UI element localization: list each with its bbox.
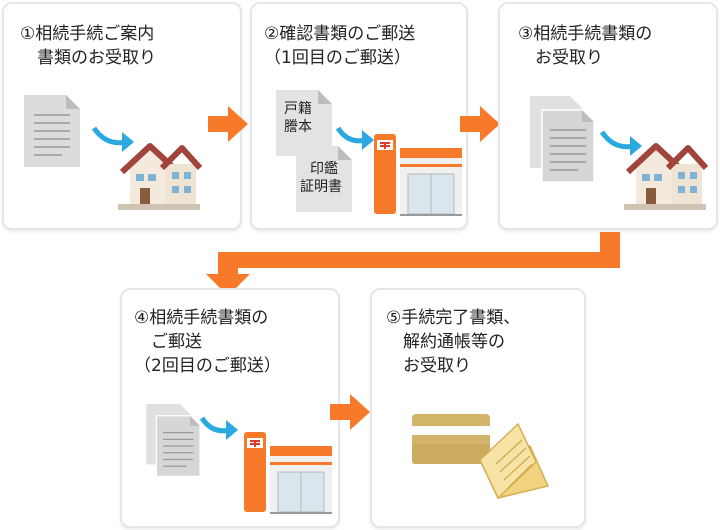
document-seal-certificate-line-1: 印鑑 (300, 160, 342, 178)
step-5-title-line-2: 解約通帳等の (386, 330, 520, 354)
document-family-register-label: 戸籍 謄本 (284, 100, 312, 136)
flow-arrow-4-to-5 (330, 394, 370, 430)
document-seal-certificate-line-2: 証明書 (300, 178, 342, 196)
document-family-register-line-2: 謄本 (284, 118, 312, 136)
step-4-title: ④相続手続書類の ご郵送 （2回目のご郵送） (134, 306, 281, 378)
documents-stack-icon (530, 96, 596, 184)
document-family-register-line-1: 戸籍 (284, 100, 312, 118)
step-1-title-line-1: ①相続手続ご案内 (20, 22, 156, 46)
flow-arrow-1-to-2 (208, 106, 248, 142)
step-1-title-line-2: 書類のお受取り (20, 46, 156, 70)
post-office-icon (244, 432, 334, 514)
document-icon (24, 95, 80, 167)
step-5-title: ⑤手続完了書類、 解約通帳等の お受取り (386, 306, 520, 378)
passbook-icon (478, 420, 558, 498)
document-seal-certificate-label: 印鑑 証明書 (300, 160, 342, 196)
curved-arrow-icon (336, 124, 376, 152)
step-2-title-line-2: （1回目のご郵送） (264, 46, 415, 70)
step-4-title-line-2: ご郵送 (134, 330, 281, 354)
step-4-title-line-3: （2回目のご郵送） (134, 354, 281, 378)
step-3-title-line-1: ③相続手続書類の (518, 22, 652, 46)
step-3-title: ③相続手続書類の お受取り (518, 22, 652, 70)
post-office-icon (374, 134, 464, 216)
documents-stack-icon (146, 404, 202, 478)
step-5-title-line-3: お受取り (386, 354, 520, 378)
step-3-title-line-2: お受取り (518, 46, 652, 70)
flow-arrow-2-to-3 (460, 106, 500, 142)
step-2-title: ②確認書類のご郵送 （1回目のご郵送） (264, 22, 415, 70)
house-icon (118, 142, 200, 210)
step-2-title-line-1: ②確認書類のご郵送 (264, 22, 415, 46)
curved-arrow-icon (200, 414, 240, 442)
step-4-title-line-1: ④相続手続書類の (134, 306, 281, 330)
step-5-title-line-1: ⑤手続完了書類、 (386, 306, 520, 330)
step-1-title: ①相続手続ご案内 書類のお受取り (20, 22, 156, 70)
house-icon (624, 142, 706, 210)
